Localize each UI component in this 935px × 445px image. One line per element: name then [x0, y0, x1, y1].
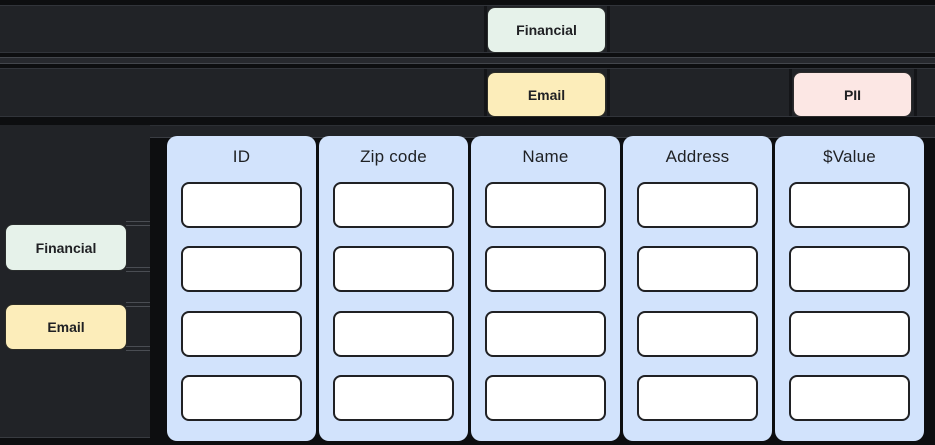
tag-email-side[interactable]: Email [5, 304, 127, 350]
table-cell [333, 375, 454, 421]
column-header: Zip code [360, 147, 427, 166]
column-id: ID [167, 136, 316, 441]
column-header: ID [232, 147, 251, 166]
bar-slot-divider [914, 69, 917, 116]
table-cell [333, 311, 454, 357]
table-cell [181, 375, 302, 421]
column-header: $Value [823, 147, 876, 166]
table-cell [333, 182, 454, 228]
lane-divider [126, 221, 150, 226]
tag-label: Email [47, 319, 85, 335]
lane-bar-middle [0, 68, 935, 117]
tag-label: PII [843, 86, 862, 103]
table-cell [485, 375, 606, 421]
bar-slot-divider [484, 6, 487, 52]
table-cell [637, 375, 758, 421]
lane-bar-collapsed [0, 57, 935, 64]
bar-slot-divider [607, 69, 610, 116]
column-address: Address [623, 136, 772, 441]
lane-divider [126, 346, 150, 351]
column-header: Address [665, 147, 730, 166]
table-cell [485, 246, 606, 292]
lane-divider [126, 267, 150, 272]
tag-pii-top[interactable]: PII [793, 72, 912, 117]
table-cell [637, 182, 758, 228]
tag-email-top[interactable]: Email [487, 72, 606, 117]
column-header: Name [522, 147, 569, 166]
bar-slot-divider [484, 69, 487, 116]
table-cell [485, 311, 606, 357]
tag-label: Email [527, 86, 566, 103]
table-cell [181, 311, 302, 357]
table-cell [637, 246, 758, 292]
side-panel [0, 125, 150, 438]
table-cell [181, 182, 302, 228]
lane-divider [126, 302, 150, 307]
bar-slot-divider [789, 69, 792, 116]
column-value: $Value [775, 136, 924, 441]
table-cell [333, 246, 454, 292]
table-cell [789, 375, 910, 421]
table-cell [789, 311, 910, 357]
column-zip-code: Zip code [319, 136, 468, 441]
table-cell [637, 311, 758, 357]
tag-label: Financial [516, 22, 577, 38]
lane-band [0, 125, 935, 138]
tag-financial-side[interactable]: Financial [5, 224, 127, 271]
table-cell [789, 246, 910, 292]
tag-financial-top[interactable]: Financial [487, 7, 606, 53]
tag-label: Financial [35, 239, 97, 256]
table-cell [181, 246, 302, 292]
lane-bar-top [0, 5, 935, 53]
table-cell [789, 182, 910, 228]
bar-slot-divider [607, 6, 610, 52]
table-cell [485, 182, 606, 228]
column-name: Name [471, 136, 620, 441]
